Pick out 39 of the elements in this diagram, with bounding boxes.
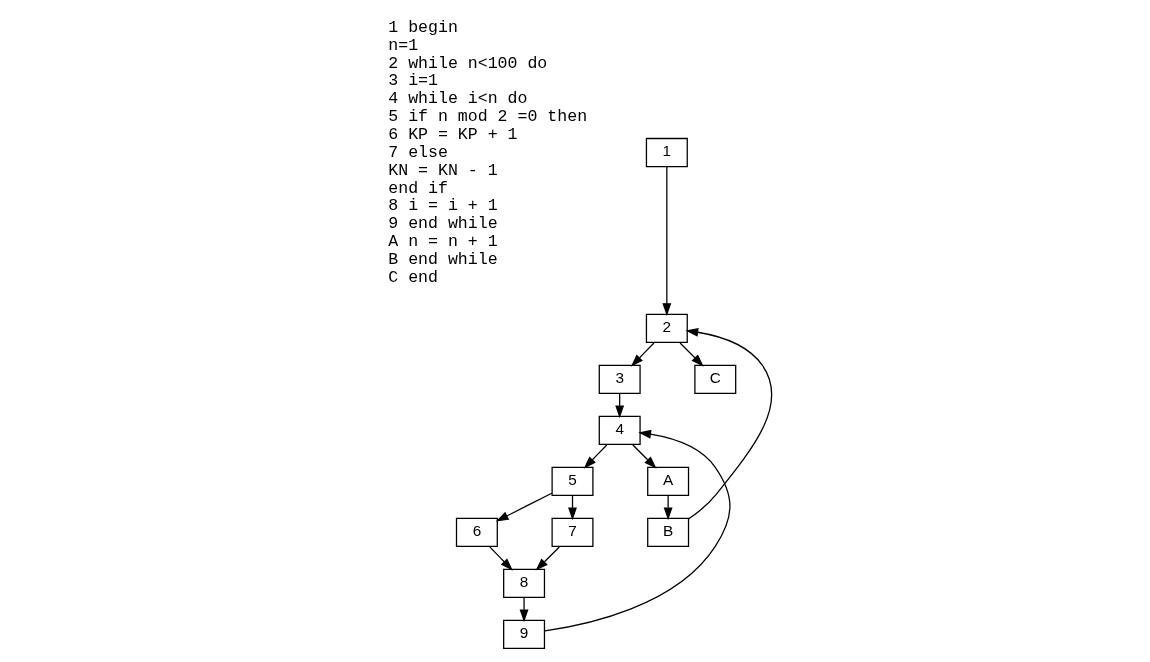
node-box: 4	[598, 415, 641, 446]
arrow	[632, 444, 657, 469]
arrow	[535, 546, 560, 571]
arrow	[685, 327, 773, 520]
node-box: 1	[645, 137, 688, 168]
node-box: 7	[551, 517, 594, 548]
node-box: 9	[503, 619, 546, 650]
label: 8 i = i + 1	[388, 196, 498, 216]
node-box: 5	[551, 466, 594, 497]
label: 4 while i<n do	[388, 89, 528, 109]
label: 3 i=1	[388, 71, 438, 91]
arrow	[544, 429, 731, 632]
label: end if	[388, 178, 448, 198]
arrow	[495, 492, 553, 522]
label: KN = KN - 1	[388, 160, 498, 180]
label: 7 else	[388, 142, 448, 162]
label: 1 begin	[388, 17, 458, 37]
arrow	[583, 444, 608, 469]
label: 6 KP = KP + 1	[388, 125, 518, 145]
node-box: 8	[503, 568, 546, 599]
arrow	[519, 597, 529, 623]
arrow	[630, 342, 655, 367]
arrow	[663, 495, 673, 521]
node-box: 6	[455, 517, 498, 548]
label: A n = n + 1	[388, 232, 498, 252]
node-box: 2	[645, 313, 688, 344]
label: 9 end while	[388, 214, 498, 234]
node-box: A	[647, 466, 690, 497]
node-box: 3	[598, 364, 641, 395]
label: C end	[388, 267, 438, 287]
node-box: C	[694, 364, 737, 395]
arrow	[679, 342, 704, 367]
label: 2 while n<100 do	[388, 53, 548, 73]
node-box: B	[647, 517, 690, 548]
label: B end while	[388, 249, 498, 269]
arrow	[662, 166, 672, 316]
label: 5 if n mod 2 =0 then	[388, 107, 588, 127]
label: n=1	[388, 35, 419, 55]
arrow	[489, 546, 513, 571]
